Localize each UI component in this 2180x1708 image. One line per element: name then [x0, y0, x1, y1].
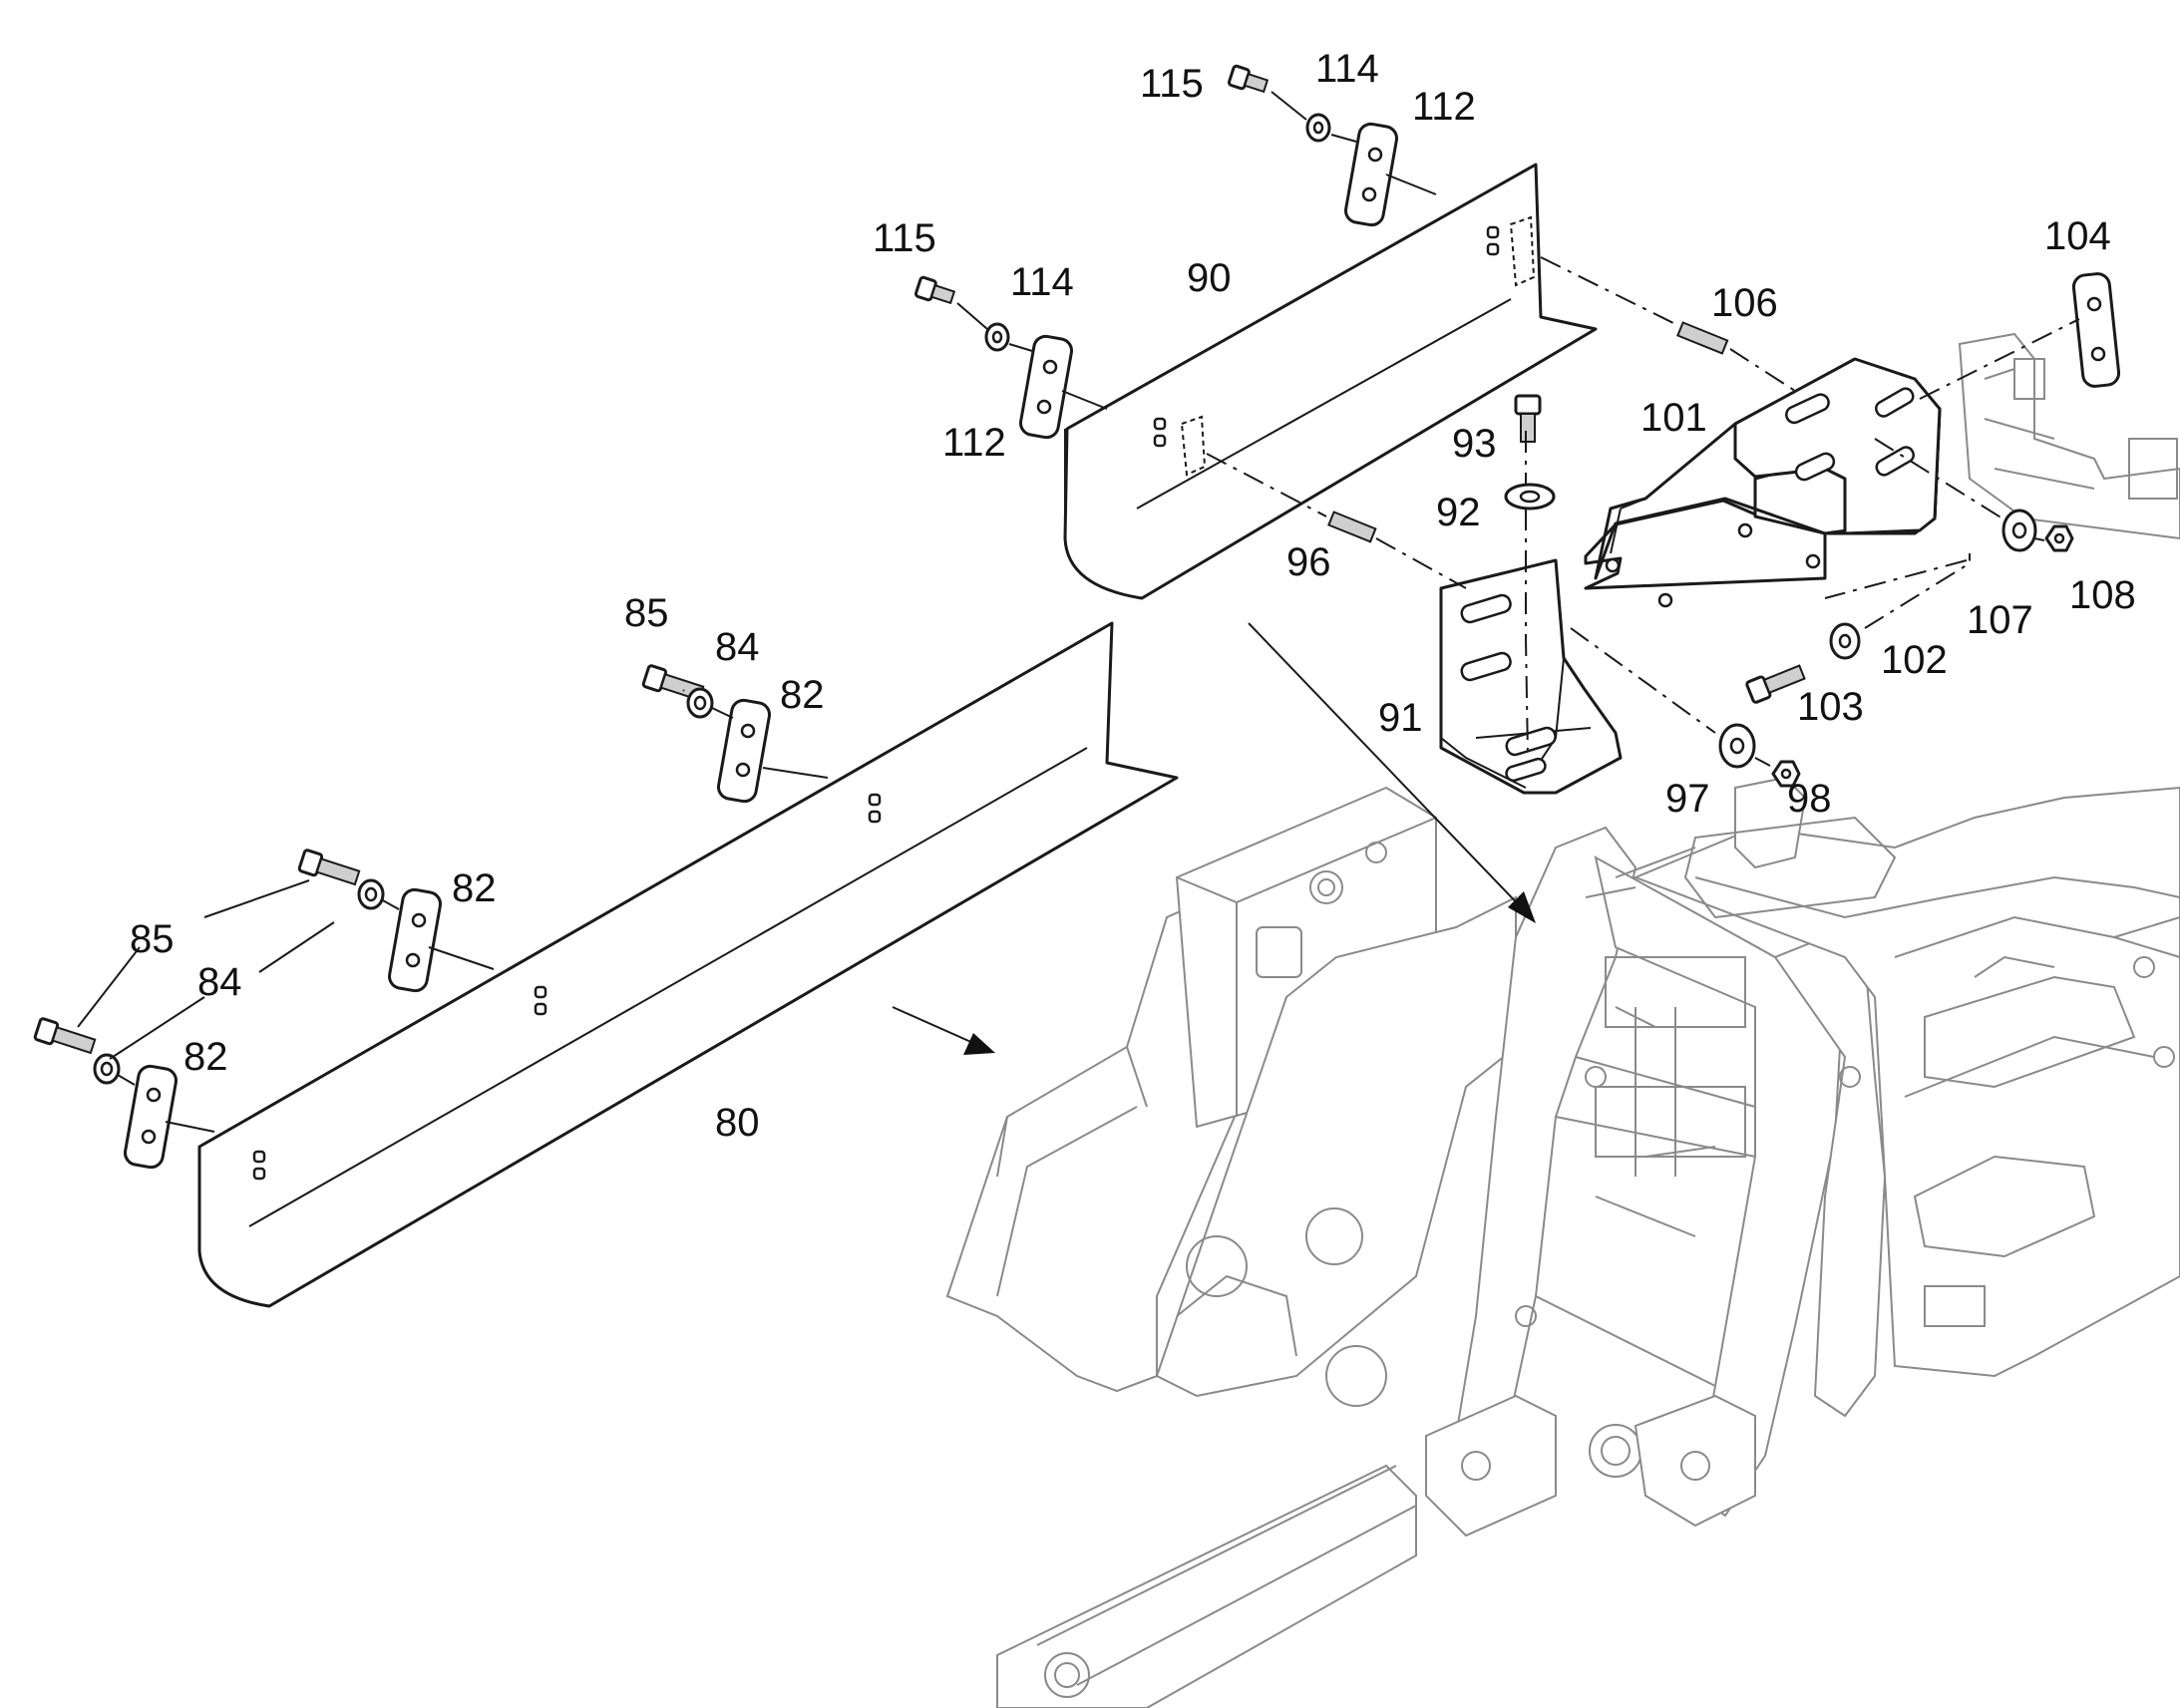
label-103: 103	[1797, 685, 1864, 729]
label-115-top: 115	[1140, 62, 1204, 106]
arrow-upper	[1248, 622, 1527, 913]
machine-frame	[945, 332, 2180, 1708]
label-101: 101	[1640, 396, 1707, 440]
label-107: 107	[1967, 598, 2033, 642]
label-84-lower: 84	[197, 960, 242, 1004]
bolt-85-middle	[297, 849, 361, 886]
stud-96	[1327, 511, 1377, 543]
clip-82-middle	[388, 887, 442, 993]
clip-82-lower	[124, 1064, 178, 1170]
arrow-lower	[892, 1006, 983, 1048]
part-101-bracket	[1584, 357, 1942, 608]
label-112-left: 112	[942, 421, 1006, 465]
label-82-lower: 82	[183, 1035, 228, 1079]
label-90: 90	[1187, 256, 1232, 300]
guard-80-holes	[252, 793, 882, 1181]
label-93: 93	[1452, 422, 1497, 466]
label-114-top: 114	[1315, 47, 1379, 91]
label-82-middle: 82	[452, 866, 497, 910]
fasteners	[33, 64, 2074, 1085]
label-91: 91	[1378, 696, 1423, 740]
label-84-upper: 84	[715, 625, 760, 669]
label-104: 104	[2044, 214, 2111, 258]
bolt-93	[1514, 394, 1542, 443]
callout-labels: 115 114 112 115 114 90 112 104 106 101 9…	[130, 47, 2136, 1145]
label-98: 98	[1787, 777, 1832, 821]
label-102: 102	[1881, 638, 1948, 682]
label-106: 106	[1711, 281, 1778, 325]
bolt-115-left	[913, 275, 956, 305]
label-leaders	[77, 879, 335, 1060]
label-115-left: 115	[873, 216, 936, 260]
label-92: 92	[1436, 491, 1481, 534]
clip-112-left	[1019, 334, 1073, 440]
label-80: 80	[715, 1101, 760, 1145]
clip-plates	[124, 122, 2121, 1170]
bolt-85-lower	[33, 1017, 97, 1055]
label-112-top: 112	[1412, 85, 1476, 129]
arrow-lower-head	[963, 1033, 995, 1055]
part-80-guard	[197, 621, 1179, 1308]
bolt-115-top	[1227, 64, 1270, 94]
label-96: 96	[1286, 540, 1331, 584]
arrow-upper-head	[1508, 891, 1536, 923]
assembly-lines	[117, 91, 2080, 1133]
part-91-bracket	[1439, 558, 1623, 795]
bolt-103	[1745, 664, 1806, 704]
label-114-left: 114	[1010, 260, 1074, 304]
label-85-lower: 85	[130, 917, 175, 961]
label-108: 108	[2069, 573, 2136, 617]
stud-106	[1676, 321, 1729, 355]
clip-82-upper	[717, 698, 771, 804]
label-97: 97	[1665, 777, 1710, 821]
direction-arrows	[892, 622, 1536, 1055]
label-82-upper: 82	[780, 673, 825, 717]
part-90-guard	[1063, 163, 1598, 600]
clip-112-right	[1344, 122, 1398, 227]
clip-104	[2071, 272, 2121, 388]
label-85-upper: 85	[624, 591, 669, 635]
